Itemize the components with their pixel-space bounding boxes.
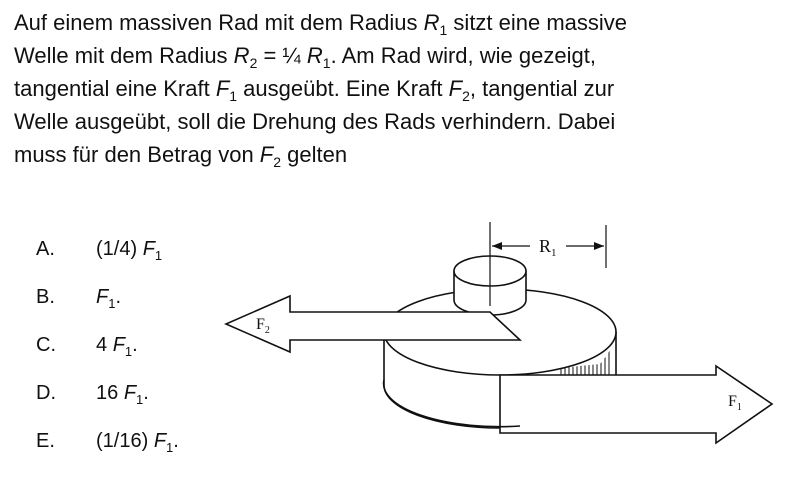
choice-text: 4 F1. [96,334,138,359]
choice-text: F1. [96,286,122,311]
choice-letter: E. [36,430,55,452]
choice-letter: D. [36,382,56,404]
choice-letter: A. [36,238,55,260]
r1-arrowhead-left [492,242,502,250]
choice-letter: C. [36,334,56,356]
choice-text: 16 F1. [96,382,149,407]
f2-label: F2 [256,316,270,336]
question-text: Auf einem massiven Rad mit dem Radius R1… [14,6,789,171]
f1-arrow [499,364,774,445]
choice-text: (1/16) F1. [96,430,179,455]
f2-arrow [224,294,523,354]
question-line-5: muss für den Betrag von F2 gelten [14,142,348,170]
r1-arrowhead-right [594,242,604,250]
wheel-axle-figure: R1 F2 F1 [224,222,774,445]
r1-label: R1 [539,236,557,259]
question-line-4: Welle ausgeübt, soll die Drehung des Rad… [14,109,616,134]
choice-letter: B. [36,286,55,308]
question-line-1: Auf einem massiven Rad mit dem Radius R1… [14,10,628,38]
question-line-2: Welle mit dem Radius R2 = ¼ R1. Am Rad w… [14,43,596,71]
wheel-rim-front [382,379,521,428]
choice-text: (1/4) F1 [96,238,163,263]
question-line-3: tangential eine Kraft F1 ausgeübt. Eine … [14,76,615,104]
f1-label: F1 [728,393,742,413]
